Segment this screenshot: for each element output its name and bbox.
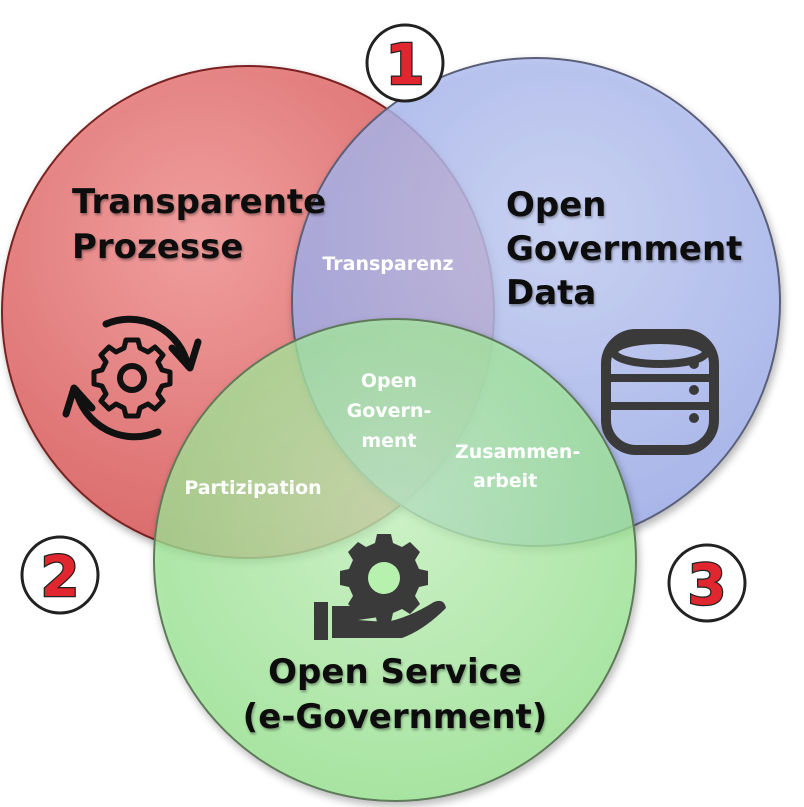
overlap-label-collaboration-line1: Zusammen- <box>455 441 580 463</box>
title-transparent-processes-line1: Transparente <box>72 182 326 222</box>
title-transparent-processes-line2: Prozesse <box>72 227 243 267</box>
overlap-label-participation: Partizipation <box>184 477 321 499</box>
number-3-text: 3 <box>688 553 727 618</box>
hand-gear-icon <box>314 534 446 640</box>
title-open-government-data-line1: Open <box>506 185 607 225</box>
number-badge-2: 2 <box>20 535 100 615</box>
center-label-line3: ment <box>361 430 416 452</box>
center-label-line2: Govern- <box>347 400 432 422</box>
center-label-line1: Open <box>361 370 417 392</box>
number-badge-1: 1 <box>365 23 445 103</box>
number-badge-3: 3 <box>667 543 747 623</box>
title-open-government-data-line3: Data <box>506 273 596 313</box>
title-open-service-line1: Open Service <box>268 652 522 692</box>
number-2-text: 2 <box>41 545 80 610</box>
number-1-text: 1 <box>386 33 425 98</box>
title-open-government-data-line2: Government <box>506 229 742 269</box>
overlap-label-transparency: Transparenz <box>322 253 453 275</box>
title-open-service-line2: (e-Government) <box>243 697 548 737</box>
overlap-label-collaboration-line2: arbeit <box>473 470 537 492</box>
process-gear-cycle-icon <box>62 315 202 441</box>
database-icon <box>601 329 719 455</box>
